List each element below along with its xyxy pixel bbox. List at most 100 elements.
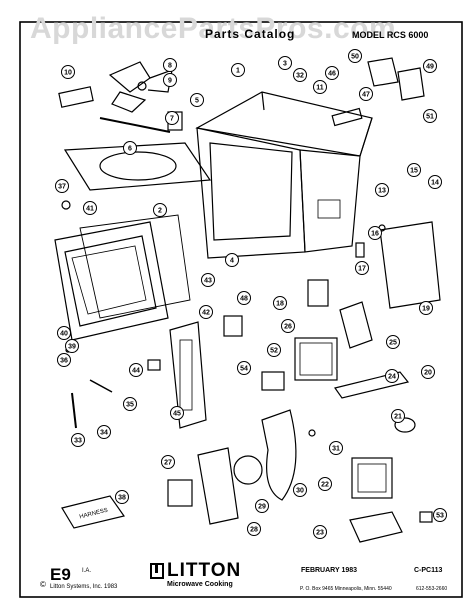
- part-31: [308, 429, 316, 437]
- callout-label: 20: [424, 370, 432, 377]
- callout-label: 46: [328, 71, 336, 78]
- callout-label: 23: [316, 530, 324, 537]
- callout-circle: [313, 525, 327, 539]
- callout-circle: [407, 163, 421, 177]
- callout-label: 17: [358, 266, 366, 273]
- callout-label: 30: [296, 488, 304, 495]
- callout-label: 49: [426, 64, 434, 71]
- callout-label: 5: [195, 98, 199, 105]
- callout-circle: [55, 179, 69, 193]
- catalog-code: C-PC113: [414, 567, 443, 574]
- callout-label: 50: [351, 54, 359, 61]
- callout-label: 33: [74, 438, 82, 445]
- part-44: [147, 359, 161, 371]
- callout-label: 43: [204, 278, 212, 285]
- bracket-part-49: [397, 67, 425, 101]
- callout-label: 9: [168, 78, 172, 85]
- callout-circle: [123, 397, 137, 411]
- callout-circle: [199, 305, 213, 319]
- callout-circle: [423, 59, 437, 73]
- callout-circle: [386, 335, 400, 349]
- callout-label: 18: [276, 301, 284, 308]
- address-text: P. O. Box 9465 Minneapolis, Minn. 55440: [300, 586, 392, 592]
- callout-circle: [313, 80, 327, 94]
- callout-label: 44: [132, 368, 140, 375]
- capacitor-part: [349, 511, 403, 543]
- callout-label: 28: [250, 527, 258, 534]
- callout-label: 21: [394, 414, 402, 421]
- part-17: [355, 242, 365, 258]
- callout-label: 47: [362, 92, 370, 99]
- callout-circle: [237, 361, 251, 375]
- callout-circle: [115, 490, 129, 504]
- callout-label: 24: [388, 374, 396, 381]
- callout-circle: [318, 477, 332, 491]
- callout-label: 13: [378, 188, 386, 195]
- blower-housing-part: [261, 409, 297, 501]
- switch-part-46: [331, 107, 363, 127]
- callout-label: 40: [60, 331, 68, 338]
- callout-circle: [293, 68, 307, 82]
- page-code: E9: [50, 565, 71, 584]
- part-37: [61, 200, 71, 210]
- callout-label: 52: [270, 348, 278, 355]
- callout-circle: [368, 226, 382, 240]
- callout-label: 14: [431, 180, 439, 187]
- brand-subtitle: Microwave Cooking: [167, 581, 233, 588]
- cabinet-part: [195, 91, 373, 259]
- fan-motor-part: [167, 479, 193, 507]
- callout-circle: [419, 301, 433, 315]
- callout-circle: [375, 183, 389, 197]
- callout-circle: [170, 406, 184, 420]
- callout-label: 4: [230, 258, 234, 265]
- callout-circle: [421, 365, 435, 379]
- callout-label: 2: [158, 208, 162, 215]
- callout-circle: [65, 339, 79, 353]
- callout-circle: [237, 291, 251, 305]
- callout-label: 10: [64, 70, 72, 77]
- callout-label: 37: [58, 184, 66, 191]
- callout-circle: [329, 441, 343, 455]
- callout-circle: [267, 343, 281, 357]
- waveguide-part: [339, 301, 373, 349]
- callout-circle: [255, 499, 269, 513]
- callout-circle: [428, 175, 442, 189]
- callout-circle: [348, 49, 362, 63]
- transformer-part: [351, 457, 393, 499]
- part-33: [71, 392, 77, 429]
- callout-label: 25: [389, 340, 397, 347]
- callout-circle: [190, 93, 204, 107]
- callout-label: 8: [168, 63, 172, 70]
- control-panel-part: [169, 321, 207, 429]
- callout-label: 54: [240, 366, 248, 373]
- callout-label: 34: [100, 430, 108, 437]
- callout-circle: [201, 273, 215, 287]
- callout-circle: [293, 483, 307, 497]
- strip-part-9: [58, 86, 94, 108]
- model-label: MODEL RCS 6000: [352, 30, 429, 40]
- callout-label: 16: [371, 231, 379, 238]
- callout-label: 48: [240, 296, 248, 303]
- callout-circle: [71, 433, 85, 447]
- brand-logo-icon: [150, 563, 164, 579]
- stirrer-cover-part: [63, 142, 212, 191]
- callout-circle: [385, 369, 399, 383]
- callout-label: 3: [283, 61, 287, 68]
- callout-circle: [281, 319, 295, 333]
- callout-label: 6: [128, 146, 132, 153]
- callout-label: 26: [284, 324, 292, 331]
- callout-label: 32: [296, 73, 304, 80]
- harness-label: HARNESS: [79, 508, 109, 521]
- page-code-suffix: I.A.: [82, 568, 92, 574]
- callout-circle: [355, 261, 369, 275]
- phone-text: 612-553-2660: [416, 586, 448, 592]
- stirrer-fan-part: [108, 61, 173, 113]
- callout-circle: [165, 111, 179, 125]
- door-assembly-part: [54, 214, 191, 341]
- harness-part: [61, 495, 125, 529]
- callout-circle: [231, 63, 245, 77]
- callout-circle: [123, 141, 137, 155]
- side-panel-part: [379, 221, 441, 309]
- callout-circle: [278, 56, 292, 70]
